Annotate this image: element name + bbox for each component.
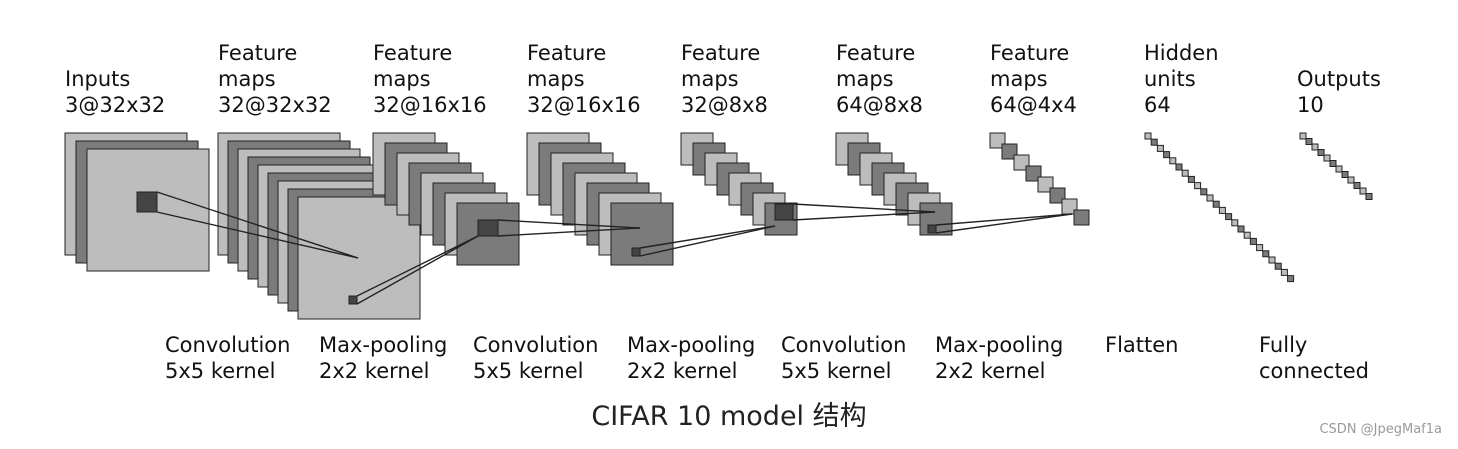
projection-line bbox=[356, 235, 479, 297]
kernel-box bbox=[136, 191, 158, 213]
diagram-caption: CIFAR 10 model 结构 bbox=[591, 401, 867, 432]
hidden-unit bbox=[1237, 225, 1245, 233]
output-unit bbox=[1359, 187, 1367, 195]
kernel-box bbox=[477, 219, 499, 237]
hidden-unit bbox=[1274, 262, 1282, 270]
hidden-unit bbox=[1169, 157, 1177, 165]
output-unit bbox=[1305, 138, 1313, 145]
hidden-unit bbox=[1249, 237, 1257, 245]
watermark: CSDN @JpegMaf1a bbox=[1319, 422, 1442, 437]
kernel-box bbox=[774, 203, 794, 221]
output-unit bbox=[1329, 160, 1337, 167]
hidden-unit bbox=[1175, 163, 1183, 171]
projection-line bbox=[935, 213, 1073, 226]
hidden-unit bbox=[1218, 206, 1226, 214]
projection-line bbox=[792, 203, 936, 213]
hidden-unit bbox=[1225, 213, 1233, 221]
hidden-unit bbox=[1212, 200, 1220, 208]
hidden-unit bbox=[1268, 256, 1276, 264]
kernel-box bbox=[631, 247, 641, 257]
projection-line bbox=[935, 213, 1073, 234]
hidden-unit bbox=[1163, 151, 1171, 159]
projection-line bbox=[639, 225, 776, 257]
conv1-map bbox=[297, 196, 421, 320]
hidden-unit bbox=[1156, 144, 1164, 152]
hidden-unit bbox=[1231, 219, 1239, 227]
projection-line bbox=[156, 211, 359, 259]
output-unit bbox=[1317, 149, 1325, 156]
pool3-map bbox=[1073, 209, 1090, 226]
projection-line bbox=[792, 211, 936, 221]
conv2-map bbox=[610, 202, 674, 266]
pool3-map bbox=[1049, 187, 1066, 204]
pool3-map bbox=[1037, 176, 1054, 193]
hidden-unit bbox=[1144, 132, 1152, 140]
hidden-unit bbox=[1280, 268, 1288, 276]
projection-line bbox=[156, 191, 359, 259]
hidden-unit bbox=[1150, 138, 1158, 146]
output-unit bbox=[1311, 143, 1319, 151]
projection-line bbox=[639, 225, 776, 249]
kernel-box bbox=[348, 295, 358, 305]
op-label-flatten: Flatten bbox=[1105, 333, 1179, 357]
output-unit bbox=[1299, 132, 1307, 140]
hidden-unit bbox=[1187, 175, 1195, 183]
pool3-map bbox=[1025, 165, 1042, 182]
output-unit bbox=[1335, 165, 1343, 173]
output-unit bbox=[1323, 154, 1331, 162]
output-unit bbox=[1341, 171, 1349, 178]
hidden-unit bbox=[1243, 231, 1251, 239]
output-unit bbox=[1347, 176, 1355, 184]
hidden-unit bbox=[1200, 188, 1208, 196]
hidden-unit bbox=[1256, 244, 1264, 252]
hidden-unit bbox=[1181, 169, 1189, 177]
projection-line bbox=[497, 219, 641, 229]
pool3-map bbox=[1013, 154, 1030, 171]
pool3-map bbox=[989, 132, 1006, 149]
output-unit bbox=[1353, 182, 1361, 189]
projection-line bbox=[356, 235, 479, 305]
hidden-unit bbox=[1287, 275, 1295, 283]
projection-line bbox=[497, 227, 641, 237]
pool3-map bbox=[1001, 143, 1018, 160]
hidden-unit bbox=[1194, 182, 1202, 190]
hidden-unit bbox=[1262, 250, 1270, 258]
output-unit bbox=[1365, 193, 1373, 200]
kernel-box bbox=[927, 224, 937, 234]
hidden-unit bbox=[1206, 194, 1214, 202]
